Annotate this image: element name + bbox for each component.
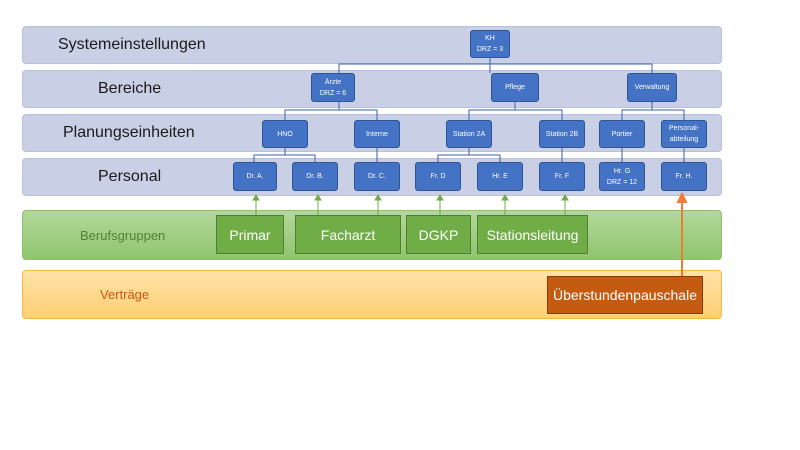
node-frh: Fr. H.	[661, 162, 707, 191]
node-kh: KH DRZ = 3	[470, 30, 510, 58]
node-drb: Dr. B.	[292, 162, 338, 191]
node-verwaltung: Verwaltung	[627, 73, 677, 102]
node-verwaltung-label: Verwaltung	[634, 84, 670, 91]
vertraege-label: Verträge	[100, 287, 150, 302]
node-hrg-line2: DRZ = 12	[606, 178, 638, 186]
band-systemeinstellungen	[22, 26, 722, 64]
node-drb-label: Dr. B.	[306, 173, 324, 180]
band-bereiche	[22, 70, 722, 108]
node-dra-label: Dr. A.	[246, 173, 264, 180]
node-hre-label: Hr. E	[492, 173, 508, 180]
node-interne-label: Interne	[366, 130, 388, 138]
level-label-personal: Personal	[98, 168, 162, 185]
berufsgruppe-primar: Primar	[216, 215, 284, 254]
node-personalabteilung-line1: Personal-	[669, 125, 699, 132]
node-frf: Fr. F	[539, 162, 585, 191]
node-kh-line1: KH	[485, 35, 495, 42]
level-label-planungseinheiten: Planungseinheiten	[63, 124, 195, 141]
level-label-systemeinstellungen: Systemeinstellungen	[58, 36, 206, 53]
level-label-bereiche: Bereiche	[98, 80, 162, 97]
node-frd-label: Fr. D	[430, 173, 446, 180]
node-hno-label: HNO	[277, 130, 293, 138]
node-aerzte-line2: DRZ = 6	[319, 89, 347, 97]
node-portier: Portier	[599, 120, 645, 148]
node-aerzte: Ärzte DRZ = 6	[311, 73, 355, 102]
node-frf-label: Fr. F	[554, 173, 570, 180]
node-drc-label: Dr. C.	[368, 173, 386, 180]
node-station2a: Station 2A	[446, 120, 492, 148]
node-drc: Dr. C.	[354, 162, 400, 191]
node-hrg-line1: Hr. G	[613, 167, 631, 175]
node-station2a-label: Station 2A	[452, 130, 486, 138]
berufsgruppen-label: Berufsgruppen	[80, 228, 166, 243]
node-frd: Fr. D	[415, 162, 461, 191]
node-personalabteilung: Personal- abteilung	[661, 120, 707, 148]
node-dra: Dr. A.	[233, 162, 277, 191]
node-hrg: Hr. G DRZ = 12	[599, 162, 645, 191]
node-frh-label: Fr. H.	[675, 173, 693, 180]
berufsgruppe-facharzt: Facharzt	[295, 215, 401, 254]
node-station2b: Station 2B	[539, 120, 585, 148]
node-hre: Hr. E	[477, 162, 523, 191]
berufsgruppe-dgkp: DGKP	[406, 215, 471, 254]
node-portier-label: Portier	[611, 130, 633, 138]
berufsgruppe-stationsleitung: Stationsleitung	[477, 215, 588, 254]
node-station2b-label: Station 2B	[545, 130, 579, 138]
node-personalabteilung-line2: abteilung	[669, 136, 699, 143]
node-kh-line2: DRZ = 3	[476, 46, 504, 53]
vertrag-ueberstundenpauschale: Überstundenpauschale	[547, 276, 703, 314]
node-aerzte-line1: Ärzte	[324, 78, 342, 86]
node-hno: HNO	[262, 120, 308, 148]
node-pflege: Pflege	[491, 73, 539, 102]
node-pflege-label: Pflege	[505, 84, 525, 91]
node-interne: Interne	[354, 120, 400, 148]
